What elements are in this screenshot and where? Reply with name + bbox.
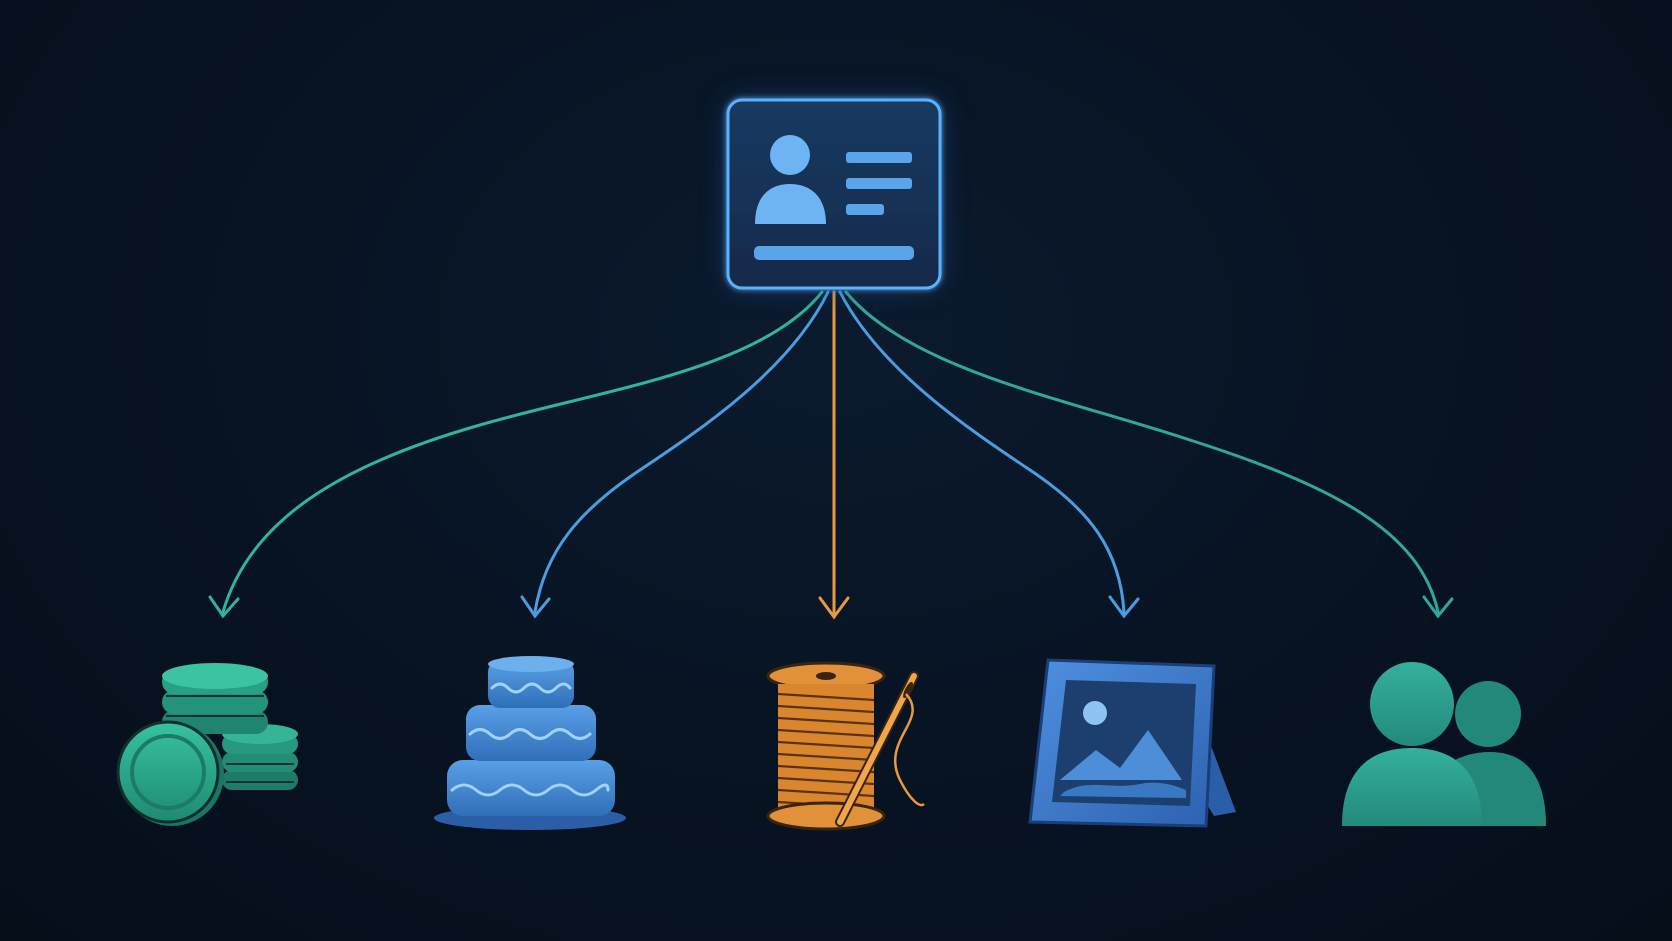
connector-to-frame [838,290,1126,614]
card-line-1 [846,152,912,163]
connector-lines [208,290,1454,620]
layer-cake-icon [434,656,626,830]
hub-id-card [726,98,942,290]
cake-frosting-waves [450,682,610,797]
id-card-icon [754,135,914,260]
connector-to-cake [533,290,830,614]
picture-frame-icon [1028,658,1236,828]
coin-stack-icon [116,663,298,826]
arrowhead-frame [1108,595,1140,619]
avatar-body [755,184,826,224]
cake-tier-bottom [447,760,615,816]
mountain-icon [1060,730,1182,780]
card-line-3 [846,204,884,215]
spool-thread-lines [777,692,875,810]
coin-front [116,720,224,826]
thread-spool-needle-icon [766,661,925,831]
arrowhead-coins [208,595,240,619]
arrowhead-thread [818,596,850,620]
connector-to-people [844,290,1440,614]
arrowhead-people [1422,595,1454,619]
person-back-head [1455,681,1521,747]
person-front-head [1370,662,1454,746]
connector-to-coins [221,290,824,614]
avatar-head [770,135,810,175]
needle-thread [893,693,925,807]
needle [835,671,919,827]
card-line-2 [846,178,912,189]
card-line-bottom [754,246,914,260]
sun-icon [1083,701,1107,725]
people-group-icon [1342,662,1546,826]
person-front-body [1342,748,1482,826]
spool-bottom-rim [766,801,886,831]
arrowhead-cake [520,595,551,619]
